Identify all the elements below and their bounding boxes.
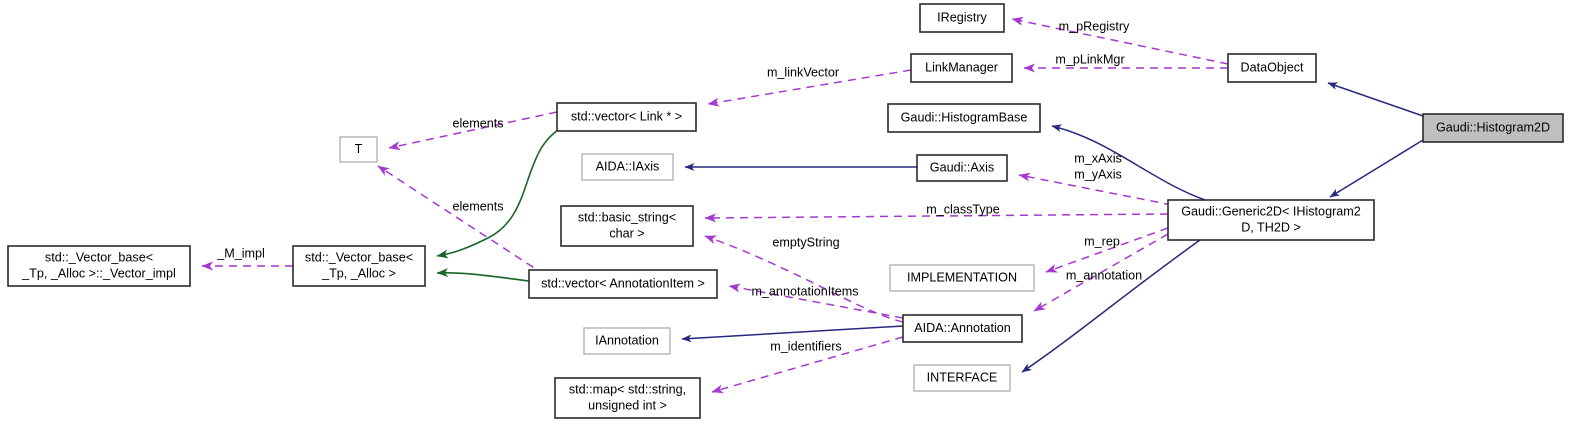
node-label-vector_base_impl: std::_Vector_base< [45, 250, 153, 264]
edge-emptystring [704, 235, 904, 323]
node-std_map[interactable]: std::map< std::string,unsigned int > [554, 377, 701, 419]
node-box-vector_link [556, 102, 697, 132]
edge-label-m_annotationItems: m_annotationItems [751, 284, 858, 298]
edge-m-classtype [704, 213, 1169, 223]
node-box-implementation [889, 264, 1035, 292]
edge-label-m_classType: m_classType [926, 202, 1000, 216]
node-label-aida_annotation: AIDA::Annotation [914, 321, 1011, 335]
edge-m-rep [1045, 227, 1169, 273]
node-aida_annotation[interactable]: AIDA::Annotation [902, 314, 1023, 343]
node-label-generic2d: Gaudi::Generic2D< IHistogram2 [1181, 204, 1361, 218]
node-iaxis[interactable]: AIDA::IAxis [581, 153, 674, 181]
node-box-dataobject [1227, 53, 1317, 83]
node-implementation[interactable]: IMPLEMENTATION [889, 264, 1035, 292]
node-label-vector_base_impl: _Tp, _Alloc >::_Vector_impl [21, 266, 176, 280]
node-label-vector_annotationitem: std::vector< AnnotationItem > [541, 276, 705, 290]
edge-m-annotationitems [728, 283, 904, 319]
node-label-histogrambase: Gaudi::HistogramBase [901, 110, 1028, 124]
edge-label-elements_top: elements [452, 116, 503, 130]
node-box-T [339, 136, 378, 163]
edge-inherit-generic2d [1329, 139, 1424, 198]
node-label-basic_string: std::basic_string< [578, 210, 676, 224]
node-label-vector_base: std::_Vector_base< [305, 250, 413, 264]
edge-inherit-interface [1021, 239, 1201, 373]
node-iregistry[interactable]: IRegistry [919, 3, 1005, 33]
node-label-std_map: std::map< std::string, [569, 382, 686, 396]
edge-labels-layer: m_pRegistry m_pLinkMgr m_linkVectorelement… [216, 19, 1142, 353]
node-label-iaxis: AIDA::IAxis [596, 159, 660, 173]
edge-template-vectorlink [436, 126, 564, 259]
edge-m-xaxis-yaxis [1018, 172, 1173, 206]
edge-inherit-histogrambase [1051, 124, 1206, 201]
node-label-gaudi_axis: Gaudi::Axis [930, 160, 994, 174]
edge-label-m_rep: m_rep [1084, 234, 1120, 248]
edge-label-m_yAxis: m_yAxis [1074, 167, 1122, 181]
node-box-vector_base_impl [7, 245, 191, 287]
node-box-vector_annotationitem [528, 269, 718, 299]
node-label-dataobject: DataObject [1241, 60, 1305, 74]
edge-elements-link [388, 111, 558, 151]
node-label-interface: INTERFACE [927, 370, 998, 384]
edge-label-m_pLinkMgr: m_pLinkMgr [1055, 52, 1124, 66]
node-box-aida_annotation [902, 314, 1023, 343]
node-label-vector_base: _Tp, _Alloc > [321, 266, 396, 280]
node-gaudi_axis[interactable]: Gaudi::Axis [916, 154, 1008, 182]
node-box-generic2d [1167, 199, 1375, 241]
node-box-std_map [554, 377, 701, 419]
edge-elements-annotationitem [377, 165, 546, 276]
edge-label-emptyString: emptyString [772, 235, 839, 249]
edge-inherit-iannotation [681, 325, 904, 343]
node-label-iregistry: IRegistry [937, 10, 987, 24]
edge-label-m_pRegistry: m_pRegistry [1059, 19, 1130, 33]
edge-template-vectorannotation [436, 268, 530, 282]
node-box-iaxis [581, 153, 674, 181]
edge-m-linkvector [707, 69, 912, 107]
node-iannotation[interactable]: IAnnotation [583, 327, 671, 355]
node-vector_base_impl[interactable]: std::_Vector_base<_Tp, _Alloc >::_Vector… [7, 245, 191, 287]
node-histogram2d[interactable]: Gaudi::Histogram2D [1422, 113, 1564, 143]
node-histogrambase[interactable]: Gaudi::HistogramBase [887, 103, 1041, 133]
node-label-std_map: unsigned int > [588, 398, 667, 412]
edge-label-m_linkVector: m_linkVector [767, 65, 839, 79]
node-box-iregistry [919, 3, 1005, 33]
node-basic_string[interactable]: std::basic_string<char > [560, 205, 694, 247]
node-label-linkmanager: LinkManager [925, 60, 998, 74]
node-vector_base[interactable]: std::_Vector_base<_Tp, _Alloc > [292, 245, 426, 287]
edge-label-m_xAxis: m_xAxis [1074, 151, 1122, 165]
edge-inherit-dataobject [1327, 82, 1424, 117]
node-vector_annotationitem[interactable]: std::vector< AnnotationItem > [528, 269, 718, 299]
node-box-iannotation [583, 327, 671, 355]
node-label-vector_link: std::vector< Link * > [571, 109, 682, 123]
node-box-vector_base [292, 245, 426, 287]
node-label-T: T [355, 142, 363, 156]
nodes-layer: std::_Vector_base<_Tp, _Alloc >::_Vector… [7, 3, 1564, 419]
node-interface[interactable]: INTERFACE [913, 364, 1011, 392]
node-label-histogram2d: Gaudi::Histogram2D [1436, 120, 1550, 134]
edge-label-m_identifiers: m_identifiers [770, 339, 841, 353]
node-box-interface [913, 364, 1011, 392]
node-label-basic_string: char > [609, 226, 644, 240]
node-label-implementation: IMPLEMENTATION [907, 270, 1017, 284]
node-box-gaudi_axis [916, 154, 1008, 182]
node-label-iannotation: IAnnotation [595, 333, 659, 347]
edge-label-elements_bottom: elements [452, 199, 503, 213]
edge-m-annotation [1033, 233, 1169, 312]
edge-m-pregistry [1011, 16, 1229, 65]
node-dataobject[interactable]: DataObject [1227, 53, 1317, 83]
node-label-generic2d: D, TH2D > [1241, 220, 1301, 234]
edge-label-m_annotation: m_annotation [1066, 268, 1142, 282]
node-box-histogram2d [1422, 113, 1564, 143]
edge-m-identifiers [711, 336, 904, 394]
node-box-basic_string [560, 205, 694, 247]
node-linkmanager[interactable]: LinkManager [910, 53, 1013, 83]
edge-label-M_impl: _M_impl [216, 246, 265, 260]
node-box-histogrambase [887, 103, 1041, 133]
node-T[interactable]: T [339, 136, 378, 163]
node-box-linkmanager [910, 53, 1013, 83]
node-vector_link[interactable]: std::vector< Link * > [556, 102, 697, 132]
